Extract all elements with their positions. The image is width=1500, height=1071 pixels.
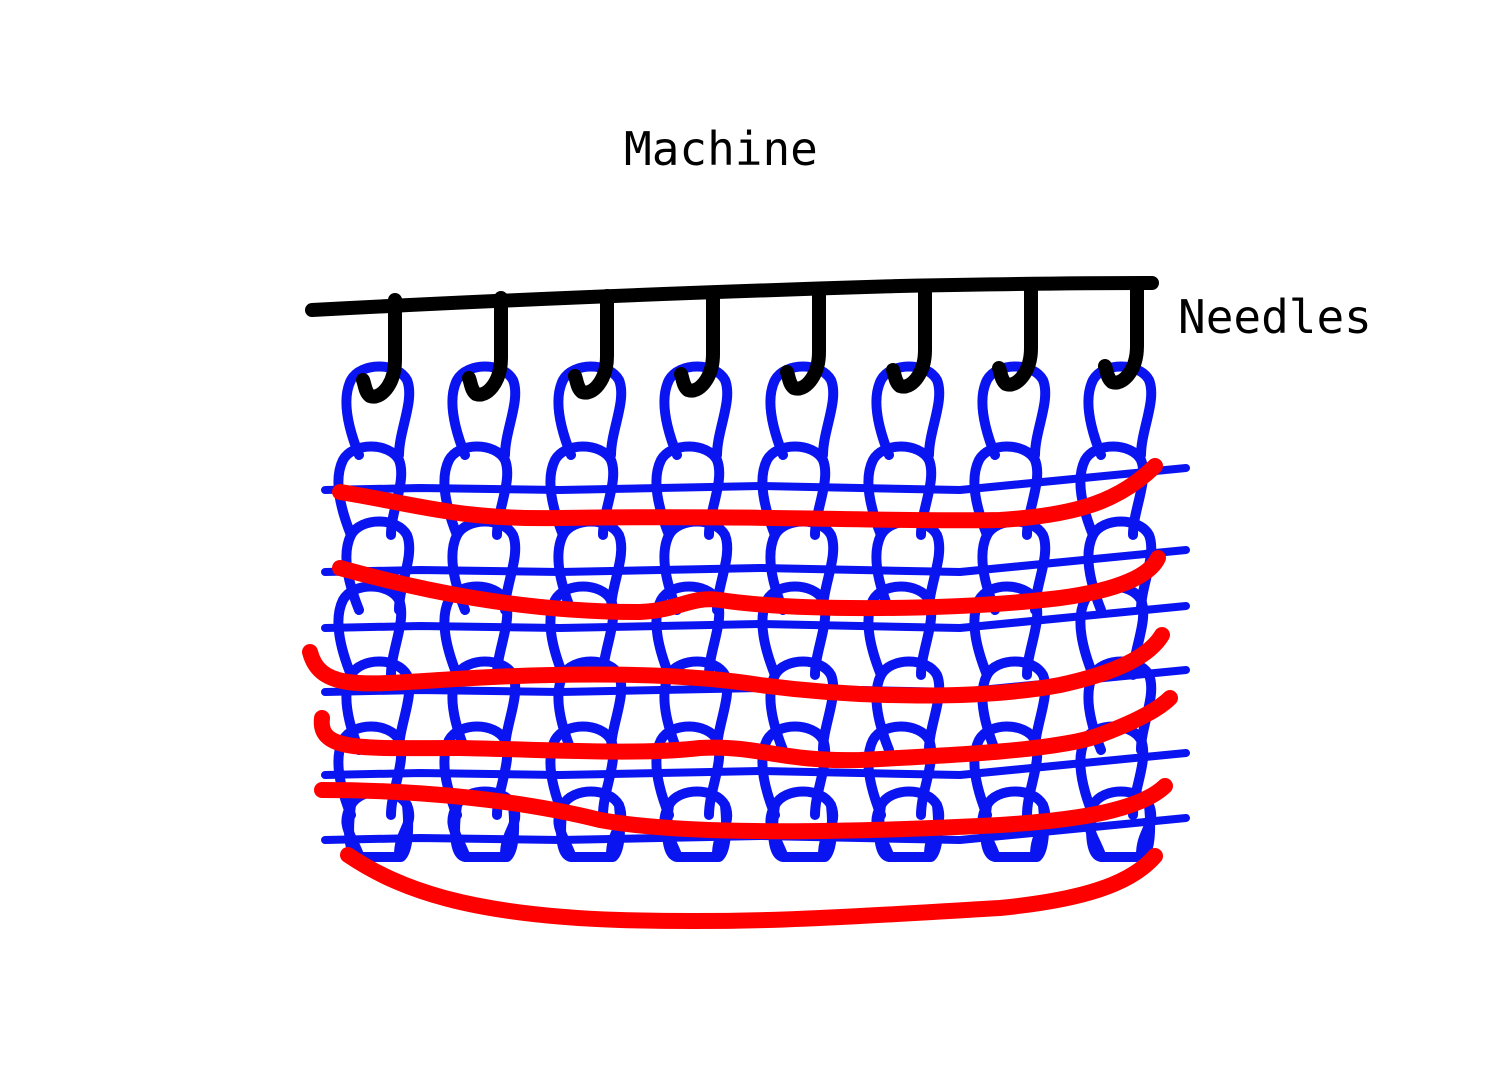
yarn-loop xyxy=(659,656,733,755)
red-course-line xyxy=(340,847,1163,930)
yarn-loop xyxy=(341,361,415,460)
yarn-course-line xyxy=(321,602,1190,632)
yarn-course-line xyxy=(321,464,1190,494)
yarn-loop xyxy=(341,656,415,755)
yarn-loop xyxy=(545,441,619,540)
yarn-loop xyxy=(651,441,725,540)
yarn-loop xyxy=(341,786,415,860)
yarn-loop xyxy=(651,581,725,680)
needle-hook-icon xyxy=(886,283,932,394)
yarn-loop xyxy=(757,441,831,540)
yarn-loop xyxy=(969,441,1043,540)
yarn-loop xyxy=(447,361,521,460)
yarn-loop xyxy=(977,361,1051,460)
yarn-loop xyxy=(439,441,513,540)
red-course-lines xyxy=(302,458,1178,930)
needles-label: Needles xyxy=(1178,290,1372,344)
yarn-loop-bottom xyxy=(450,800,520,862)
needle-hook-icon xyxy=(780,285,826,396)
needle-hook-icon xyxy=(462,291,508,402)
yarn-loop xyxy=(1083,361,1157,460)
yarn-loop-bottom xyxy=(344,800,414,862)
diagram-title: Machine xyxy=(624,122,818,176)
yarn-course-line xyxy=(321,546,1190,576)
yarn-loop xyxy=(871,361,945,460)
yarn-loop xyxy=(659,361,733,460)
yarn-loop xyxy=(553,361,627,460)
yarn-loop xyxy=(545,581,619,680)
yarn-loop xyxy=(757,581,831,680)
yarn-loop xyxy=(969,581,1043,680)
yarn-course-line xyxy=(321,814,1190,844)
yarn-loop xyxy=(765,361,839,460)
yarn-loop xyxy=(863,441,937,540)
needle-hook-icon xyxy=(356,293,402,404)
needle-hook-icon xyxy=(674,287,720,398)
needle-hook-icon xyxy=(992,281,1038,392)
red-course-line xyxy=(302,627,1170,704)
red-course-line xyxy=(332,550,1166,620)
red-course-line xyxy=(314,778,1173,840)
yarn-loop xyxy=(765,656,839,755)
needles xyxy=(305,276,1159,404)
yarn-loop xyxy=(439,581,513,680)
needle-hook-icon xyxy=(568,289,614,400)
yarn-loop xyxy=(871,656,945,755)
yarn-course-line xyxy=(321,749,1190,779)
yarn-loop xyxy=(447,656,521,755)
yarn-loop xyxy=(977,656,1051,755)
yarn-loop xyxy=(863,581,937,680)
red-course-line xyxy=(313,690,1178,769)
yarn-loop xyxy=(553,656,627,755)
yarn-loop xyxy=(1075,441,1149,540)
needle-hook-icon xyxy=(1098,279,1144,390)
yarn-loop xyxy=(333,581,407,680)
red-course-line xyxy=(332,458,1163,529)
